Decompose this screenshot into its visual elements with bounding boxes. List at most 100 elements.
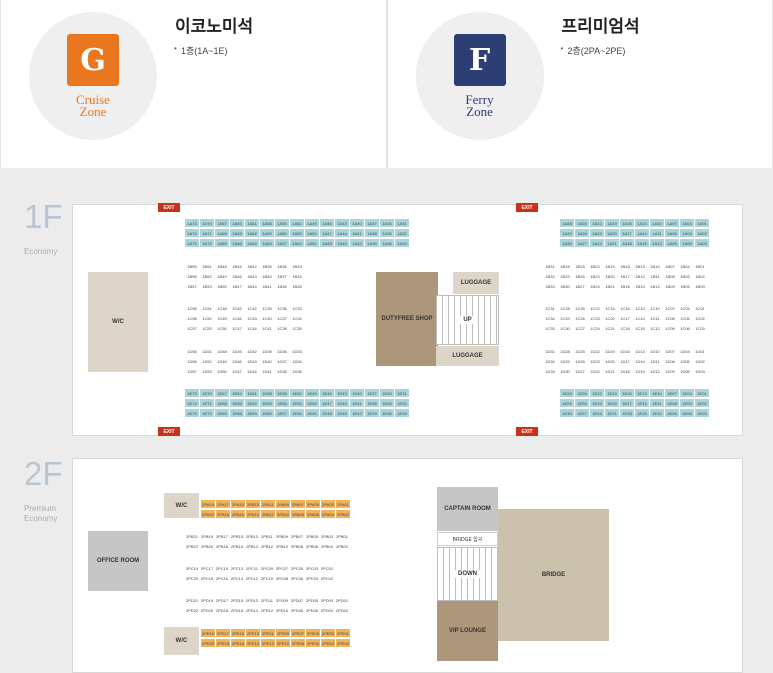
seat-1a65[interactable]: 1A65 — [230, 229, 244, 237]
seat-1e36[interactable]: 1E36 — [380, 409, 394, 417]
seat-1a53[interactable]: 1A53 — [290, 229, 304, 237]
seat-1e60[interactable]: 1E60 — [260, 409, 274, 417]
seat-2pe08[interactable]: 2PE08 — [291, 639, 305, 647]
seat-1a73[interactable]: 1A73 — [185, 219, 199, 227]
seat-1b38[interactable]: 1B38 — [277, 283, 287, 289]
seat-2pa15[interactable]: 2PA15 — [231, 500, 245, 508]
seat-1c33[interactable]: 1C33 — [292, 305, 302, 311]
seat-1c16[interactable]: 1C16 — [620, 305, 630, 311]
seat-2pa10[interactable]: 2PA10 — [276, 510, 290, 518]
seat-1c47[interactable]: 1C47 — [232, 325, 242, 331]
seat-1d51[interactable]: 1D51 — [202, 348, 212, 354]
seat-1e40[interactable]: 1E40 — [350, 389, 364, 397]
seat-1b08[interactable]: 1B08 — [665, 273, 675, 279]
seat-1d12[interactable]: 1D12 — [650, 368, 660, 374]
seat-1b36[interactable]: 1B36 — [277, 263, 287, 269]
seat-1a54[interactable]: 1A54 — [290, 239, 304, 247]
seat-1d17[interactable]: 1D17 — [620, 358, 630, 364]
seat-1b15[interactable]: 1B15 — [635, 283, 645, 289]
seat-2pd18[interactable]: 2PD18 — [215, 607, 229, 613]
seat-1c48[interactable]: 1C48 — [217, 305, 227, 311]
seat-2pc17[interactable]: 2PC17 — [200, 565, 214, 571]
seat-1b18[interactable]: 1B18 — [620, 283, 630, 289]
seat-1e42[interactable]: 1E42 — [350, 409, 364, 417]
seat-2pb22[interactable]: 2PB22 — [185, 543, 198, 549]
seat-1b11[interactable]: 1B11 — [650, 273, 660, 279]
seat-1a14[interactable]: 1A14 — [635, 229, 649, 237]
seat-1d15[interactable]: 1D15 — [635, 368, 645, 374]
seat-2pa14[interactable]: 2PA14 — [246, 510, 260, 518]
seat-1b19[interactable]: 1B19 — [605, 263, 615, 269]
seat-2pb01[interactable]: 2PB01 — [335, 533, 348, 539]
seat-1e48[interactable]: 1E48 — [320, 409, 334, 417]
seat-1b42[interactable]: 1B42 — [247, 263, 257, 269]
seat-1c41[interactable]: 1C41 — [262, 325, 272, 331]
seat-1e19[interactable]: 1E19 — [605, 389, 619, 397]
seat-2pe10[interactable]: 2PE10 — [276, 639, 290, 647]
seat-1a16[interactable]: 1A16 — [620, 219, 634, 227]
seat-1c18[interactable]: 1C18 — [620, 325, 630, 331]
seat-1b49[interactable]: 1B49 — [217, 273, 227, 279]
seat-1c13[interactable]: 1C13 — [635, 305, 645, 311]
seat-1a47[interactable]: 1A47 — [320, 229, 334, 237]
seat-1e07[interactable]: 1E07 — [665, 389, 679, 397]
seat-1a34[interactable]: 1A34 — [380, 219, 394, 227]
seat-1c31[interactable]: 1C31 — [545, 305, 555, 311]
seat-1d45[interactable]: 1D45 — [232, 348, 242, 354]
seat-1e75[interactable]: 1E75 — [185, 409, 199, 417]
seat-1a40[interactable]: 1A40 — [350, 219, 364, 227]
seat-2pa08[interactable]: 2PA08 — [291, 510, 305, 518]
seat-1c38[interactable]: 1C38 — [277, 325, 287, 331]
seat-1e47[interactable]: 1E47 — [320, 399, 334, 407]
seat-1a02[interactable]: 1A02 — [695, 229, 709, 237]
seat-2pd06[interactable]: 2PD06 — [305, 607, 319, 613]
seat-1e25[interactable]: 1E25 — [575, 389, 589, 397]
seat-2pc08[interactable]: 2PC08 — [275, 575, 289, 581]
seat-2pe03[interactable]: 2PE03 — [321, 629, 335, 637]
seat-1b55[interactable]: 1B55 — [187, 263, 197, 269]
seat-2pe06[interactable]: 2PE06 — [306, 639, 320, 647]
seat-1e14[interactable]: 1E14 — [635, 399, 649, 407]
seat-1b13[interactable]: 1B13 — [635, 263, 645, 269]
seat-2pd12[interactable]: 2PD12 — [260, 607, 274, 613]
seat-1b56[interactable]: 1B56 — [187, 273, 197, 279]
seat-1c33[interactable]: 1C33 — [545, 325, 555, 331]
seat-2pb09[interactable]: 2PB09 — [275, 533, 288, 539]
seat-1b33[interactable]: 1B33 — [545, 283, 555, 289]
seat-2pa17[interactable]: 2PA17 — [216, 500, 230, 508]
seat-1a08[interactable]: 1A08 — [665, 229, 679, 237]
seat-1e11[interactable]: 1E11 — [650, 399, 664, 407]
seat-1e49[interactable]: 1E49 — [305, 389, 319, 397]
seat-1a70[interactable]: 1A70 — [200, 219, 214, 227]
stairs-up[interactable]: UP — [436, 295, 499, 345]
seat-1c02[interactable]: 1C02 — [695, 315, 705, 321]
seat-1e52[interactable]: 1E52 — [290, 389, 304, 397]
seat-1e13[interactable]: 1E13 — [635, 389, 649, 397]
seat-1a01[interactable]: 1A01 — [695, 219, 709, 227]
seat-1a33[interactable]: 1A33 — [395, 239, 409, 247]
seat-1c34[interactable]: 1C34 — [292, 315, 302, 321]
seat-1e63[interactable]: 1E63 — [245, 409, 259, 417]
seat-2pe19[interactable]: 2PE19 — [201, 629, 215, 637]
seat-1e31[interactable]: 1E31 — [395, 389, 409, 397]
seat-2pc11[interactable]: 2PC11 — [246, 565, 258, 571]
seat-1e43[interactable]: 1E43 — [335, 389, 349, 397]
seat-1d28[interactable]: 1D28 — [560, 348, 570, 354]
seat-1a04[interactable]: 1A04 — [680, 219, 694, 227]
seat-1d13[interactable]: 1D13 — [635, 348, 645, 354]
seat-1b22[interactable]: 1B22 — [590, 263, 600, 269]
seat-2pa09[interactable]: 2PA09 — [276, 500, 290, 508]
seat-2pb13[interactable]: 2PB13 — [245, 533, 258, 539]
seat-1a07[interactable]: 1A07 — [665, 219, 679, 227]
seat-2pa05[interactable]: 2PA05 — [306, 500, 320, 508]
seat-1b03[interactable]: 1B03 — [695, 283, 705, 289]
seat-1b06[interactable]: 1B06 — [680, 283, 690, 289]
seat-1d49[interactable]: 1D49 — [217, 358, 227, 364]
seat-2pe16[interactable]: 2PE16 — [231, 639, 245, 647]
seat-1e69[interactable]: 1E69 — [215, 409, 229, 417]
seat-1b44[interactable]: 1B44 — [247, 283, 257, 289]
seat-1c37[interactable]: 1C37 — [277, 315, 287, 321]
seat-1c28[interactable]: 1C28 — [560, 305, 570, 311]
seat-1b46[interactable]: 1B46 — [232, 273, 242, 279]
seat-1b17[interactable]: 1B17 — [620, 273, 630, 279]
